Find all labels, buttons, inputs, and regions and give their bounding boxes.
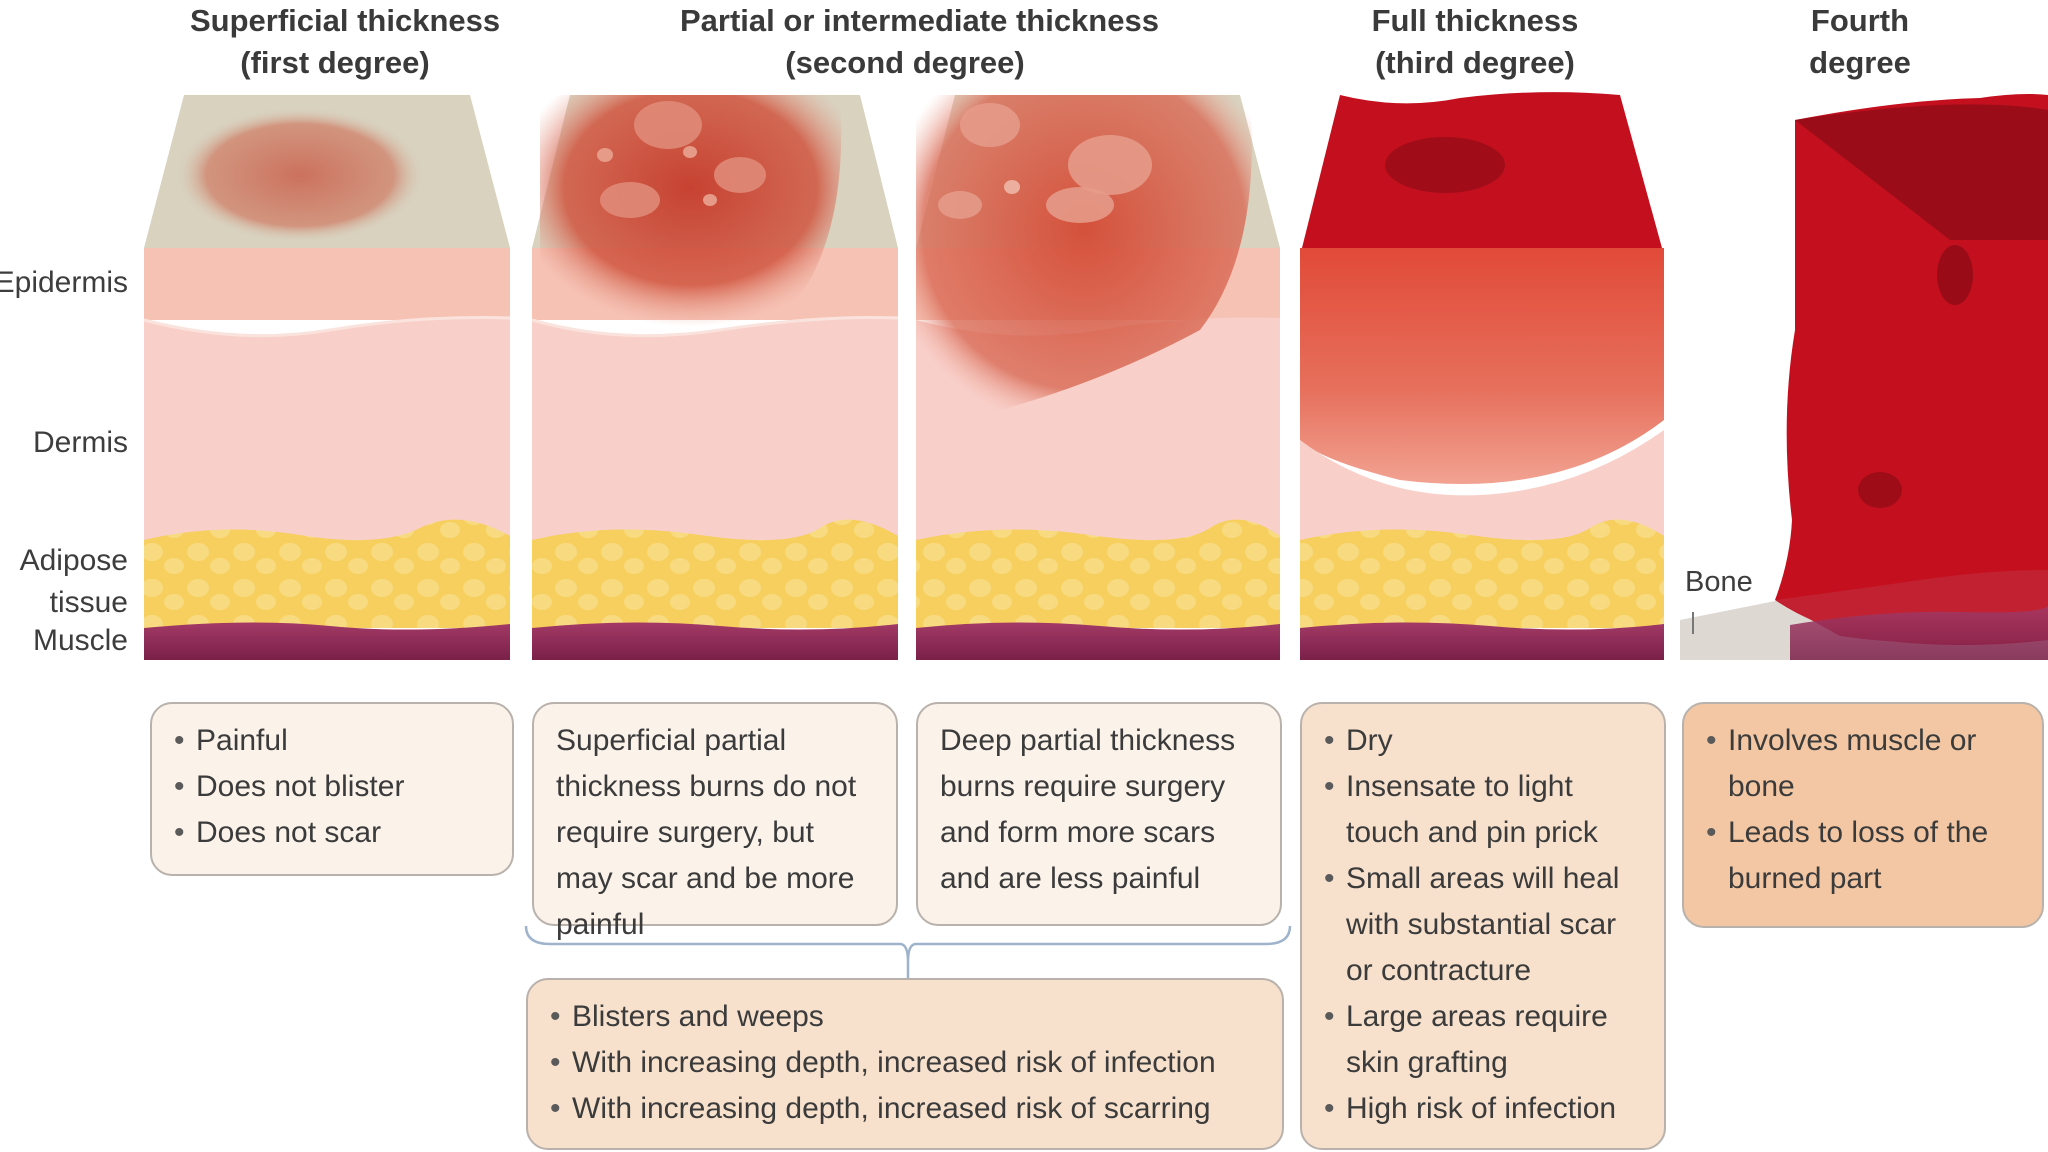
label-adipose-line2: tissue [49, 586, 128, 619]
list-item: Small areas will heal with substantial s… [1324, 856, 1642, 994]
heading-second-degree: Partial or intermediate thickness (secon… [680, 0, 1159, 84]
label-adipose-line1: Adipose [19, 544, 128, 577]
text-superficial-partial: Superficial partial thickness burns do n… [556, 724, 857, 941]
box-first-degree: Painful Does not blister Does not scar [150, 702, 514, 876]
list-item: Insensate to light touch and pin prick [1324, 764, 1642, 856]
panel-deep-partial [916, 95, 1280, 660]
list-item: Involves muscle or bone [1706, 718, 2020, 810]
list-first-degree: Painful Does not blister Does not scar [174, 718, 490, 856]
box-second-degree-shared: Blisters and weeps With increasing depth… [526, 978, 1284, 1150]
label-dermis: Dermis [33, 426, 128, 459]
list-item: Dry [1324, 718, 1642, 764]
heading-fourth-degree-line1: Fourth [1810, 3, 1910, 38]
panel-fourth-degree [1680, 94, 2048, 660]
list-second-degree: Blisters and weeps With increasing depth… [550, 994, 1260, 1132]
box-deep-partial: Deep partial thickness burns require sur… [916, 702, 1282, 926]
label-muscle: Muscle [32, 624, 128, 657]
panel-first-degree [143, 95, 511, 660]
heading-fourth-degree-line2: degree [1809, 45, 1911, 80]
list-item: With increasing depth, increased risk of… [550, 1040, 1260, 1086]
bracket-second-degree [524, 925, 1292, 978]
label-bone: Bone [1685, 566, 1753, 598]
panel-third-degree [1300, 92, 1664, 660]
heading-first-degree-line1: Superficial thickness [190, 3, 501, 38]
list-item: High risk of infection [1324, 1086, 1642, 1132]
panel-superficial-partial [531, 95, 899, 660]
heading-second-degree-line2: (second degree) [785, 45, 1025, 80]
heading-third-degree: Full thickness (third degree) [1360, 0, 1590, 84]
heading-third-degree-line1: Full thickness [1371, 3, 1579, 38]
list-fourth-degree: Involves muscle or bone Leads to loss of… [1706, 718, 2020, 902]
list-item: Leads to loss of the burned part [1706, 810, 2020, 902]
label-epidermis: Epidermis [0, 266, 128, 299]
heading-first-degree: Superficial thickness (first degree) [190, 0, 501, 84]
list-item: Large areas require skin grafting [1324, 994, 1642, 1086]
heading-fourth-degree: Fourth degree [1800, 0, 1920, 84]
list-item: With increasing depth, increased risk of… [550, 1086, 1260, 1132]
list-item: Does not scar [174, 810, 490, 856]
list-third-degree: Dry Insensate to light touch and pin pri… [1324, 718, 1642, 1132]
list-item: Painful [174, 718, 490, 764]
text-deep-partial: Deep partial thickness burns require sur… [940, 724, 1236, 895]
skin-cross-section-diagram [143, 92, 2048, 660]
heading-first-degree-line2: (first degree) [240, 45, 430, 80]
heading-second-degree-line1: Partial or intermediate thickness [680, 3, 1159, 38]
box-third-degree: Dry Insensate to light touch and pin pri… [1300, 702, 1666, 1150]
list-item: Blisters and weeps [550, 994, 1260, 1040]
box-superficial-partial: Superficial partial thickness burns do n… [532, 702, 898, 941]
box-fourth-degree: Involves muscle or bone Leads to loss of… [1682, 702, 2044, 928]
list-item: Does not blister [174, 764, 490, 810]
heading-third-degree-line2: (third degree) [1375, 45, 1575, 80]
label-adipose: Adipose tissue [20, 540, 128, 624]
